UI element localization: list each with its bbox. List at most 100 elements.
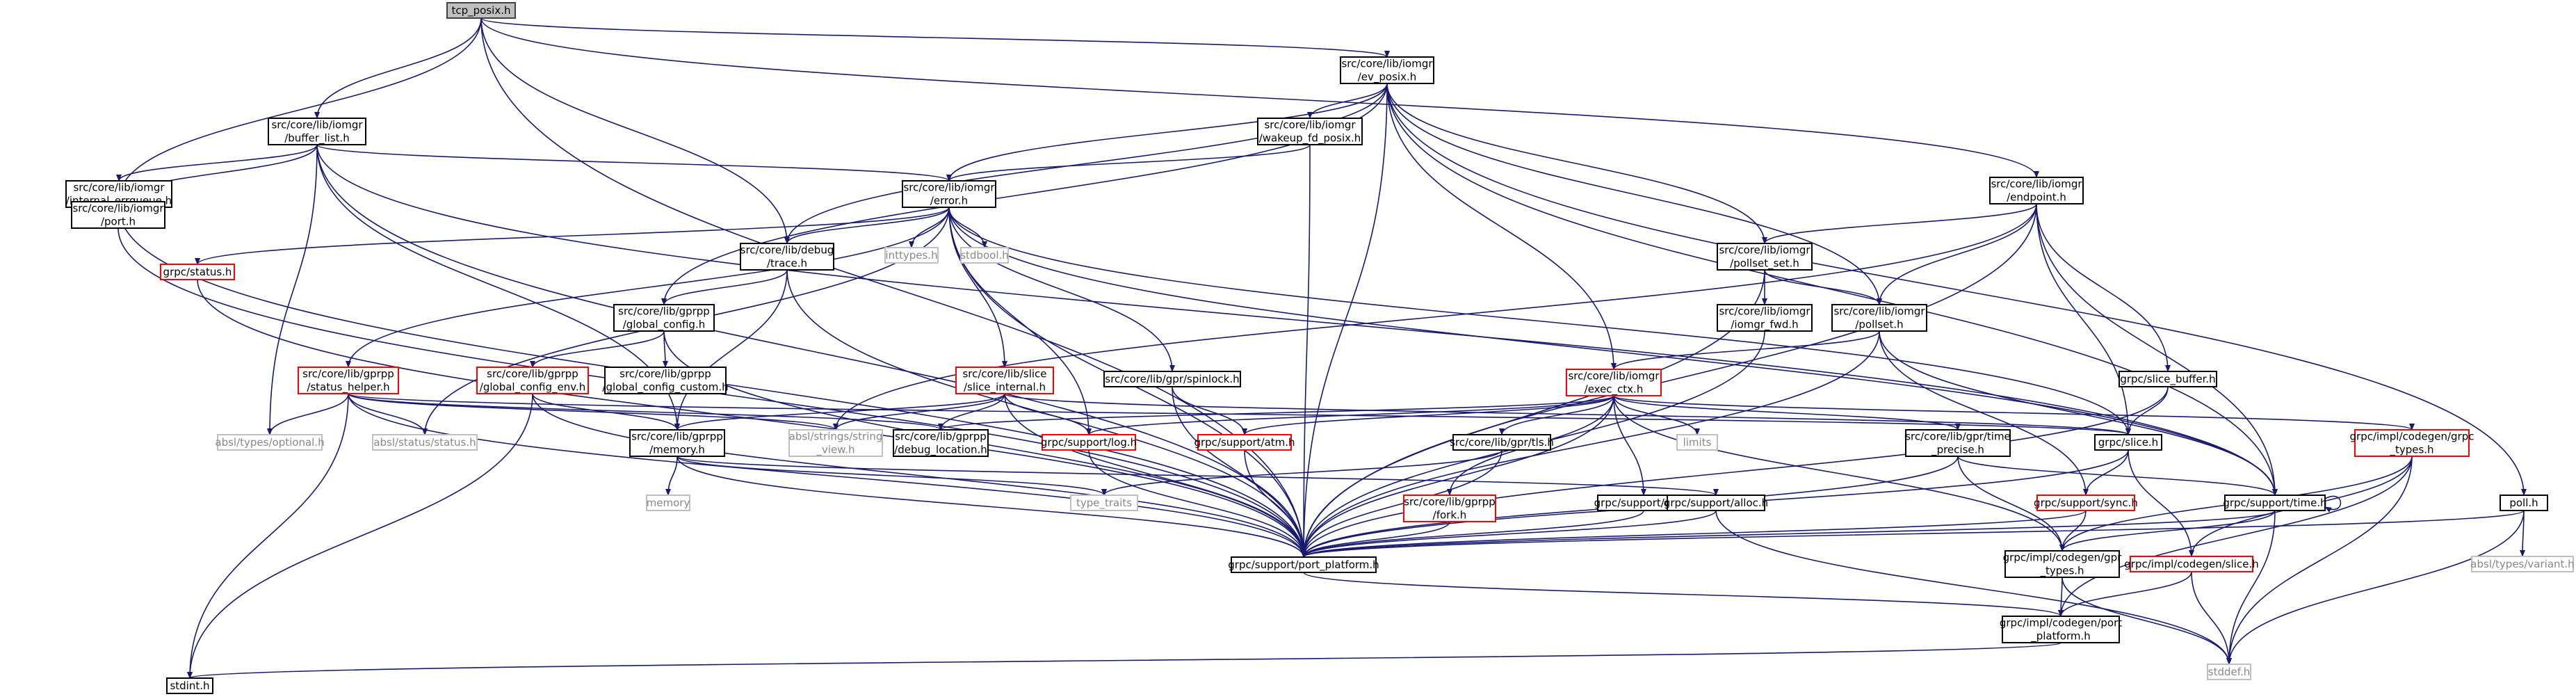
node-tcp_posix[interactable]: tcp_posix.h <box>446 2 516 19</box>
node-alloc[interactable]: grpc/support/alloc.h <box>1664 495 1768 511</box>
edge-pollset-to-sync <box>1879 330 2089 496</box>
node-global_config_env[interactable]: src/core/lib/gprpp/global_config_env.h <box>476 367 589 394</box>
node-label: /pollset_set.h <box>1730 257 1799 271</box>
node-support_time[interactable]: grpc/support/time.h <box>2223 495 2327 511</box>
edge-endpoint-to-support_time <box>2036 203 2278 496</box>
edge-error-to-trace <box>784 207 950 244</box>
node-label: /global_config.h <box>623 319 705 332</box>
node-label: _types.h <box>2389 444 2433 457</box>
node-grpc_slice[interactable]: grpc/slice.h <box>2094 434 2162 451</box>
node-stdint[interactable]: stdint.h <box>166 677 213 694</box>
node-fork[interactable]: src/core/lib/gprpp/fork.h <box>1403 495 1496 522</box>
node-label: grpc/support/sync.h <box>2034 497 2138 509</box>
node-label: src/core/lib/gprpp <box>302 368 394 380</box>
node-box <box>1403 495 1496 522</box>
node-label: poll.h <box>2509 497 2538 509</box>
node-label: stdint.h <box>170 680 209 692</box>
node-memory[interactable]: src/core/lib/gprpp/memory.h <box>629 429 725 457</box>
node-slice_internal[interactable]: src/core/lib/slice/slice_internal.h <box>955 367 1054 394</box>
edge-ev_posix-to-exec_ctx <box>1386 83 1617 370</box>
node-codegen_port_platform[interactable]: grpc/impl/codegen/port_platform.h <box>2000 616 2122 643</box>
node-debug_location[interactable]: src/core/lib/gprpp/debug_location.h <box>893 429 989 457</box>
node-label: src/core/lib/iomgr <box>1719 244 1811 257</box>
edge-grpc_slice-to-codegen_slice <box>2128 449 2194 557</box>
edge-status_helper-to-port_platform <box>348 393 1306 558</box>
node-sync[interactable]: grpc/support/sync.h <box>2034 495 2138 511</box>
node-poll[interactable]: poll.h <box>2500 495 2548 511</box>
edge-trace-to-global_config <box>661 269 788 305</box>
node-absl_variant: absl/types/variant.h <box>2470 556 2575 572</box>
node-box <box>2207 664 2251 680</box>
edge-buffer_list-to-port_platform <box>316 144 1306 558</box>
node-label: src/core/lib/iomgr <box>1341 58 1433 70</box>
edge-exec_ctx-to-gpr_types <box>1613 395 2065 552</box>
edge-pollset_set-to-pollset <box>1764 269 1882 305</box>
node-pollset[interactable]: src/core/lib/iomgr/pollset.h <box>1831 304 1927 332</box>
node-label: absl/types/optional.h <box>215 436 324 449</box>
edge-pollset-to-support_time <box>1879 330 2278 496</box>
edge-endpoint-to-pollset_set <box>1762 203 2037 244</box>
edge-tcp_posix-to-port_platform <box>480 17 1306 558</box>
node-label: /trace.h <box>767 257 807 270</box>
edge-buffer_list-to-support_time <box>316 144 2278 496</box>
edge-support_time-to-stddef <box>2226 510 2276 665</box>
edge-time_precise-to-support_time <box>1957 456 2278 496</box>
node-time_precise[interactable]: src/core/lib/gpr/time_precise.h <box>1905 429 2011 457</box>
node-log[interactable]: grpc/support/log.h <box>1041 434 1137 451</box>
node-label: _precise.h <box>1931 444 1984 457</box>
node-ev_posix[interactable]: src/core/lib/iomgr/ev_posix.h <box>1340 56 1434 84</box>
node-label: src/core/lib/gprpp <box>619 368 711 380</box>
node-grpc_status[interactable]: grpc/status.h <box>160 264 235 280</box>
node-buffer_list[interactable]: src/core/lib/iomgr/buffer_list.h <box>268 118 366 145</box>
edge-slice_internal-to-memory <box>674 393 1005 431</box>
node-label: /debug_location.h <box>894 444 987 457</box>
node-tls[interactable]: src/core/lib/gpr/tls.h <box>1450 434 1554 451</box>
node-label: src/core/lib/debug <box>740 244 834 257</box>
node-label: /iomgr_fwd.h <box>1731 319 1798 332</box>
node-box <box>1452 434 1551 451</box>
node-label: /global_config_env.h <box>480 381 585 394</box>
edge-ev_posix-to-global_config <box>661 83 1388 305</box>
node-port_platform[interactable]: grpc/support/port_platform.h <box>1228 556 1379 573</box>
node-codegen_grpc_types[interactable]: grpc/impl/codegen/grpc_types.h <box>2350 429 2474 457</box>
node-stddef: stddef.h <box>2207 664 2251 680</box>
edges-layer <box>115 17 2527 679</box>
node-iomgr_fwd[interactable]: src/core/lib/iomgr/iomgr_fwd.h <box>1717 304 1813 332</box>
node-label: grpc/impl/codegen/port <box>2000 617 2122 629</box>
node-box <box>646 495 690 511</box>
node-label: src/core/lib/gprpp <box>1404 496 1496 508</box>
node-global_config_custom[interactable]: src/core/lib/gprpp/global_config_custom.… <box>602 367 729 394</box>
node-global_config[interactable]: src/core/lib/gprpp/global_config.h <box>613 304 715 332</box>
node-trace[interactable]: src/core/lib/debug/trace.h <box>740 243 834 271</box>
node-error[interactable]: src/core/lib/iomgr/error.h <box>902 180 996 208</box>
node-spinlock[interactable]: src/core/lib/gpr/spinlock.h <box>1103 371 1241 387</box>
edge-alloc-to-stddef <box>1715 510 2232 665</box>
node-box <box>1566 369 1662 396</box>
edge-spinlock-to-port_platform <box>1172 386 1306 558</box>
edge-grpc_slice-to-sync <box>2083 449 2129 496</box>
edge-memory-to-alloc <box>677 456 1719 496</box>
node-label: grpc/impl/codegen/slice.h <box>2124 558 2258 570</box>
node-slice_buffer[interactable]: grpc/slice_buffer.h <box>2119 371 2217 387</box>
node-limits: limits <box>1676 434 1718 451</box>
edge-slice_buffer-to-grpc_slice <box>2125 386 2169 435</box>
edge-tcp_posix-to-buffer_list <box>314 17 482 119</box>
node-atm[interactable]: grpc/support/atm.h <box>1194 434 1295 451</box>
node-label: src/core/lib/gprpp <box>895 431 987 443</box>
node-endpoint[interactable]: src/core/lib/iomgr/endpoint.h <box>1989 177 2084 204</box>
node-label: /memory.h <box>649 444 705 456</box>
node-gpr_types[interactable]: grpc/impl/codegen/gpr_types.h <box>2003 550 2123 578</box>
node-pollset_set[interactable]: src/core/lib/iomgr/pollset_set.h <box>1717 243 1813 271</box>
node-box <box>2130 556 2253 572</box>
edge-log-to-port_platform <box>1088 449 1306 558</box>
node-box <box>955 367 1054 394</box>
edge-ev_posix-to-trace <box>784 83 1388 244</box>
node-wakeup_fd[interactable]: src/core/lib/iomgr/wakeup_fd_posix.h <box>1257 118 1363 145</box>
edge-codegen_slice-to-stddef <box>2191 571 2232 665</box>
node-exec_ctx[interactable]: src/core/lib/iomgr/exec_ctx.h <box>1566 369 1662 396</box>
node-codegen_slice[interactable]: grpc/impl/codegen/slice.h <box>2124 556 2259 572</box>
node-box <box>476 367 589 394</box>
node-status_helper[interactable]: src/core/lib/gprpp/status_helper.h <box>298 367 399 394</box>
node-port[interactable]: src/core/lib/iomgr/port.h <box>71 201 165 229</box>
